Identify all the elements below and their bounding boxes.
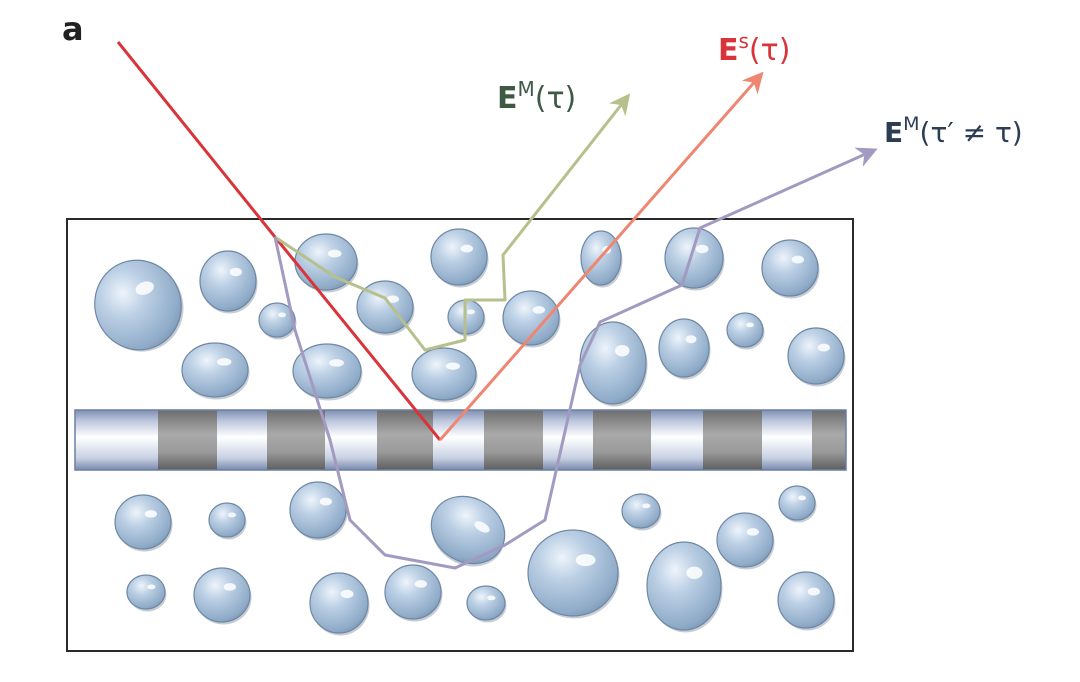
droplet bbox=[384, 564, 443, 622]
layer-segment-light bbox=[217, 410, 267, 470]
droplet bbox=[621, 493, 662, 531]
droplet bbox=[356, 280, 415, 336]
layer-outline bbox=[74, 409, 847, 471]
layer-segment-dark bbox=[267, 410, 325, 470]
layer-segment-light bbox=[651, 410, 703, 470]
droplet bbox=[309, 572, 370, 636]
droplet bbox=[777, 571, 836, 631]
layer-segment-dark bbox=[593, 410, 651, 470]
droplet bbox=[208, 502, 247, 540]
droplet bbox=[646, 541, 723, 633]
droplet bbox=[466, 585, 507, 623]
label-es-tau: Es(τ) bbox=[718, 29, 790, 68]
light-paths bbox=[116, 41, 878, 570]
layer-segment-light bbox=[325, 410, 377, 470]
droplet bbox=[430, 495, 506, 567]
scatterers bbox=[94, 227, 846, 636]
droplet bbox=[181, 342, 250, 400]
droplet bbox=[787, 327, 846, 387]
droplet bbox=[664, 227, 725, 291]
droplet bbox=[658, 318, 711, 380]
layer-segment-dark bbox=[812, 410, 846, 470]
droplet bbox=[716, 512, 775, 570]
droplet bbox=[199, 250, 258, 314]
droplet bbox=[292, 343, 363, 401]
droplet bbox=[193, 567, 252, 625]
droplet bbox=[778, 485, 817, 523]
embedded-layer bbox=[74, 409, 847, 471]
multiple-scattering-path-em-tau bbox=[274, 93, 631, 352]
droplet bbox=[411, 347, 478, 403]
droplet bbox=[527, 529, 620, 619]
droplet bbox=[294, 233, 359, 293]
layer-segment-dark bbox=[484, 410, 543, 470]
layer-segment-light bbox=[75, 410, 158, 470]
droplet bbox=[258, 302, 297, 340]
droplet bbox=[289, 481, 348, 541]
droplet bbox=[126, 574, 167, 612]
droplet bbox=[94, 259, 184, 352]
droplet bbox=[726, 312, 765, 350]
droplet bbox=[502, 290, 561, 348]
droplet bbox=[114, 494, 173, 552]
label-em-tau: EM(τ) bbox=[497, 77, 576, 116]
layer-segment-dark bbox=[158, 410, 217, 470]
droplet bbox=[430, 228, 489, 288]
droplet bbox=[579, 321, 648, 407]
panel-letter: a bbox=[62, 10, 84, 48]
scattered-ray-es bbox=[438, 71, 764, 441]
droplet bbox=[761, 239, 820, 299]
label-em-tau-prime: EM(τ′ ≠ τ) bbox=[884, 113, 1023, 149]
layer-segment-light bbox=[762, 410, 812, 470]
layer-segment-dark bbox=[703, 410, 762, 470]
multiple-scattering-path-em-tau-prime bbox=[273, 147, 878, 570]
